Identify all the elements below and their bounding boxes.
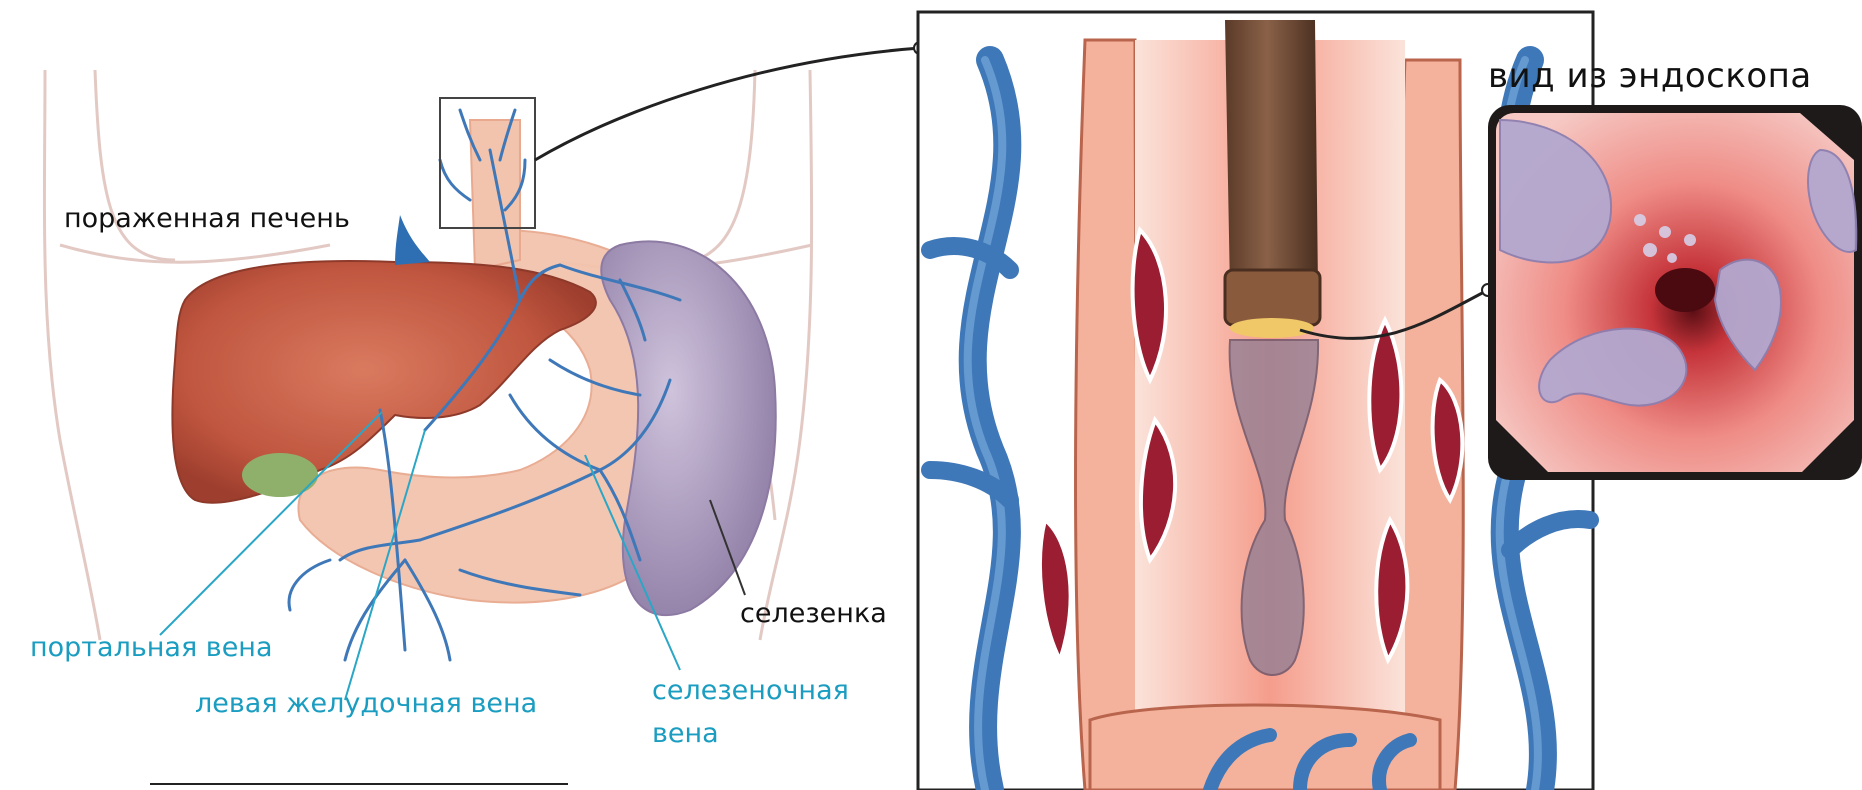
endoscope-view-inset (1488, 105, 1862, 480)
label-endoscope-view: вид из эндоскопа (1488, 56, 1812, 96)
zoom-connector-line (535, 48, 920, 160)
inferior-vena-cava (395, 215, 430, 265)
label-splenic-vein-line2: вена (652, 718, 719, 750)
gallbladder (242, 453, 318, 497)
label-portal-vein: портальная вена (30, 632, 273, 664)
endoscope-tube (1225, 20, 1318, 290)
label-spleen: селезенка (740, 598, 887, 630)
label-splenic-vein-line1: селезеночная (652, 675, 849, 707)
label-diseased-liver: пораженная печень (64, 203, 350, 235)
label-left-gastric-vein: левая желудочная вена (195, 688, 537, 720)
esophagus-lower (470, 120, 520, 270)
